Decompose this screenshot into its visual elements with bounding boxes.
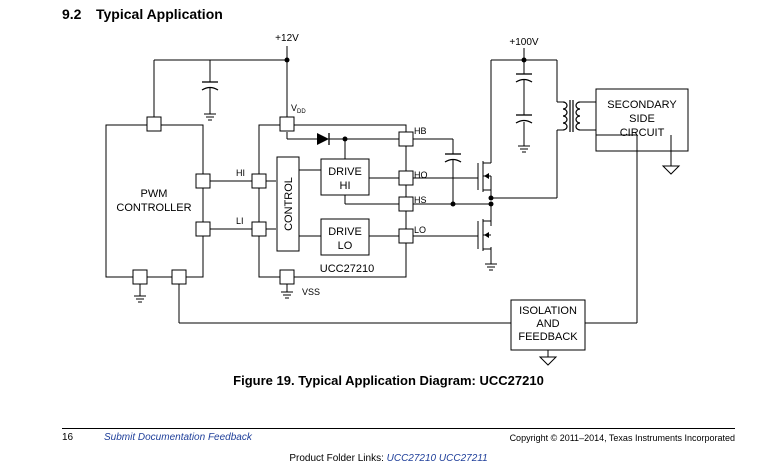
ucc27210-link[interactable]: UCC27210: [386, 453, 437, 464]
label-hs: HS: [414, 195, 427, 205]
ground-symbols: [134, 113, 530, 303]
submit-feedback-link[interactable]: Submit Documentation Feedback: [104, 432, 252, 443]
chip-name: UCC27210: [320, 263, 374, 275]
bootstrap-diode: [317, 133, 330, 145]
ucc27211-link[interactable]: UCC27211: [438, 453, 488, 464]
drive-lo-label-2: LO: [338, 240, 353, 252]
ground-triangles: [538, 165, 681, 366]
pwm-controller-block: [105, 124, 204, 278]
drive-lo-label-1: DRIVE: [328, 226, 362, 238]
product-folder-links: Product Folder Links: UCC27210 UCC27211: [0, 453, 777, 464]
drive-hi-label-1: DRIVE: [328, 166, 362, 178]
pwm-label-2: CONTROLLER: [116, 202, 191, 214]
section-heading: 9.2 Typical Application: [62, 6, 223, 22]
isolation-label-2: AND: [536, 318, 559, 330]
transformer: [562, 100, 581, 132]
secondary-side-block: [595, 88, 689, 152]
typical-application-diagram: +12V +100V VDD VSS PWM CONTROLLER HI LI …: [105, 33, 689, 366]
isolation-feedback-block: [510, 299, 586, 351]
capacitors: [201, 73, 533, 163]
folder-label: Product Folder Links:: [289, 453, 384, 464]
label-12v: +12V: [275, 33, 299, 44]
label-hi: HI: [236, 168, 245, 178]
copyright: Copyright © 2011–2014, Texas Instruments…: [509, 433, 735, 443]
ucc27210-chip: [258, 124, 407, 278]
control-block: [276, 156, 300, 252]
section-number: 9.2: [62, 6, 82, 22]
mosfets: [477, 161, 492, 251]
blocks: [105, 88, 689, 351]
control-label: CONTROL: [283, 177, 295, 231]
secondary-label-2: SIDE: [629, 113, 655, 125]
secondary-label-1: SECONDARY: [607, 99, 677, 111]
drive-lo-block: [320, 218, 370, 256]
drive-hi-block: [320, 158, 370, 196]
page-number: 16: [62, 432, 74, 443]
label-100v: +100V: [509, 37, 539, 48]
label-vss: VSS: [302, 287, 320, 297]
label-vdd: VDD: [291, 103, 306, 115]
isolation-label-3: FEEDBACK: [518, 331, 578, 343]
isolation-label-1: ISOLATION: [519, 305, 577, 317]
wires: [139, 46, 672, 357]
footer-rule: [62, 428, 735, 429]
drive-hi-label-2: HI: [340, 180, 351, 192]
label-li: LI: [236, 216, 244, 226]
secondary-label-3: CIRCUIT: [620, 127, 665, 139]
mosfet-arrows: [484, 173, 489, 238]
section-title: Typical Application: [96, 6, 223, 22]
pwm-label-1: PWM: [141, 188, 168, 200]
label-ho: HO: [414, 170, 428, 180]
labels: +12V +100V VDD VSS PWM CONTROLLER HI LI …: [116, 33, 677, 343]
label-hb: HB: [414, 126, 427, 136]
label-lo: LO: [414, 225, 426, 235]
figure-caption: Figure 19. Typical Application Diagram: …: [233, 373, 544, 388]
pins: [132, 116, 414, 285]
